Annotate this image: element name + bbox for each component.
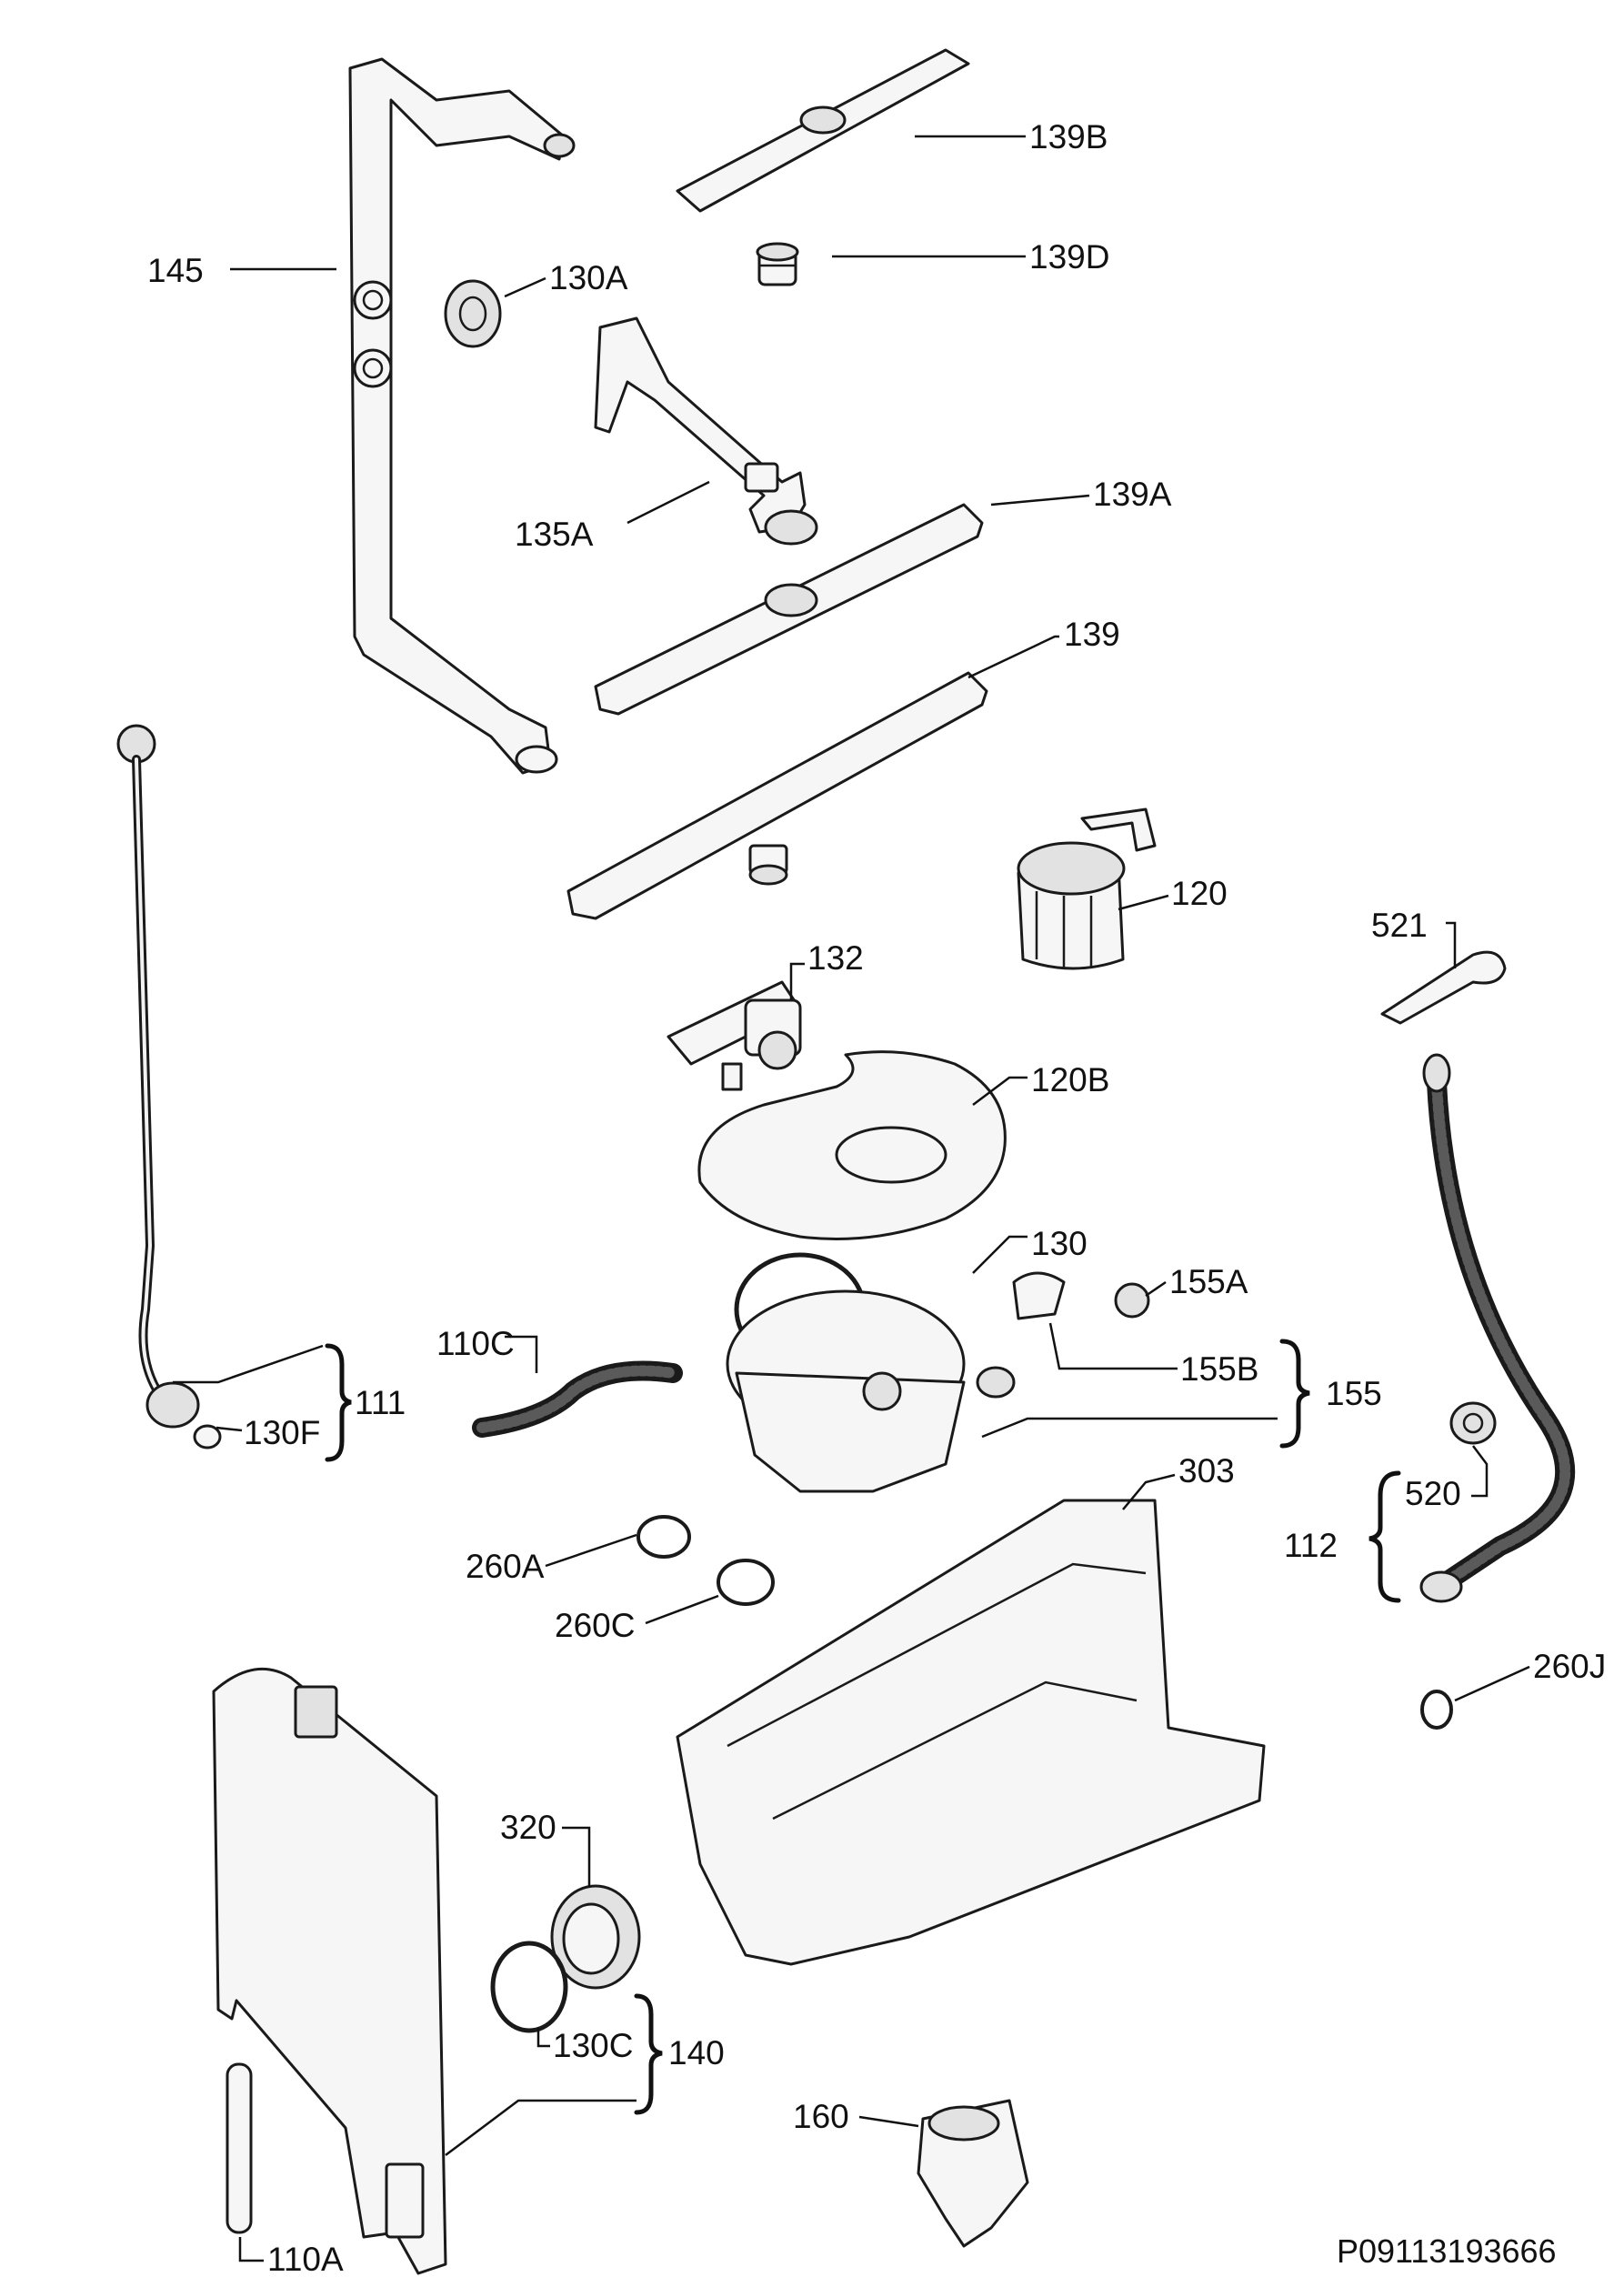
drain-hose-112 bbox=[1419, 1053, 1576, 1603]
brace-111 bbox=[325, 1343, 352, 1462]
label-155b: 155B bbox=[1180, 1350, 1258, 1388]
label-520: 520 bbox=[1405, 1475, 1461, 1512]
label-521: 521 bbox=[1371, 907, 1428, 944]
clamp-260j bbox=[1420, 1690, 1453, 1730]
middle-spray-arm-139a bbox=[594, 503, 984, 716]
brace-155 bbox=[1279, 1339, 1310, 1449]
micro-filter-120b bbox=[697, 1050, 1007, 1240]
label-145: 145 bbox=[147, 252, 204, 289]
document-id: P09113193666 bbox=[1337, 2232, 1557, 2270]
seal-320 bbox=[550, 1884, 641, 1990]
lower-spray-arm-139 bbox=[566, 671, 988, 920]
label-130c: 130C bbox=[553, 2027, 633, 2064]
base-303 bbox=[676, 1499, 1266, 1966]
braces bbox=[325, 1339, 1401, 2115]
upper-spray-arm-139b bbox=[676, 48, 970, 213]
sensor-132 bbox=[667, 980, 802, 1091]
spray-pipe-145 bbox=[348, 57, 576, 775]
brace-112 bbox=[1368, 1470, 1401, 1603]
label-111: 111 bbox=[355, 1384, 406, 1421]
label-110a: 110A bbox=[267, 2241, 344, 2277]
hose-110c bbox=[472, 1360, 683, 1438]
label-155: 155 bbox=[1326, 1375, 1382, 1412]
label-139: 139 bbox=[1064, 616, 1120, 653]
hose-assembly-111 bbox=[116, 724, 222, 1449]
label-155a: 155A bbox=[1169, 1263, 1248, 1300]
label-130: 130 bbox=[1031, 1225, 1088, 1262]
clamp-260a bbox=[637, 1515, 691, 1559]
spray-arm-holder-135a bbox=[594, 316, 818, 546]
tube-110a bbox=[226, 2062, 253, 2234]
brace-140 bbox=[634, 1993, 663, 2115]
filter-120 bbox=[1017, 807, 1157, 970]
label-120b: 120B bbox=[1031, 1061, 1109, 1098]
pump-160 bbox=[917, 2099, 1029, 2248]
clamp-260c bbox=[717, 1559, 775, 1606]
nut-139d bbox=[756, 242, 799, 286]
label-139b: 139B bbox=[1029, 118, 1108, 155]
label-130f: 130F bbox=[244, 1414, 320, 1451]
clip-521 bbox=[1380, 950, 1507, 1025]
label-140: 140 bbox=[668, 2034, 725, 2071]
label-110c: 110C bbox=[436, 1325, 515, 1362]
label-320: 320 bbox=[500, 1809, 556, 1846]
label-260a: 260A bbox=[466, 1548, 545, 1585]
label-139a: 139A bbox=[1093, 476, 1172, 513]
part-labels: 145 130A 139B 139D 135A 139A 139 120 132… bbox=[147, 118, 1606, 2277]
label-260c: 260C bbox=[555, 1607, 635, 1644]
part-520 bbox=[1449, 1401, 1497, 1445]
label-132: 132 bbox=[807, 939, 864, 977]
seal-130a bbox=[444, 279, 502, 348]
label-135a: 135A bbox=[515, 516, 594, 553]
label-130a: 130A bbox=[549, 259, 628, 296]
label-303: 303 bbox=[1178, 1452, 1235, 1490]
label-160: 160 bbox=[793, 2098, 849, 2135]
seal-130c bbox=[490, 1941, 568, 2033]
label-120: 120 bbox=[1171, 875, 1228, 912]
leader-lines bbox=[173, 135, 1530, 2262]
side-housing-140 bbox=[212, 1667, 447, 2275]
sump-assembly-155 bbox=[726, 1271, 1150, 1493]
label-139d: 139D bbox=[1029, 238, 1109, 276]
label-112: 112 bbox=[1284, 1527, 1338, 1564]
label-260j: 260J bbox=[1533, 1648, 1606, 1685]
